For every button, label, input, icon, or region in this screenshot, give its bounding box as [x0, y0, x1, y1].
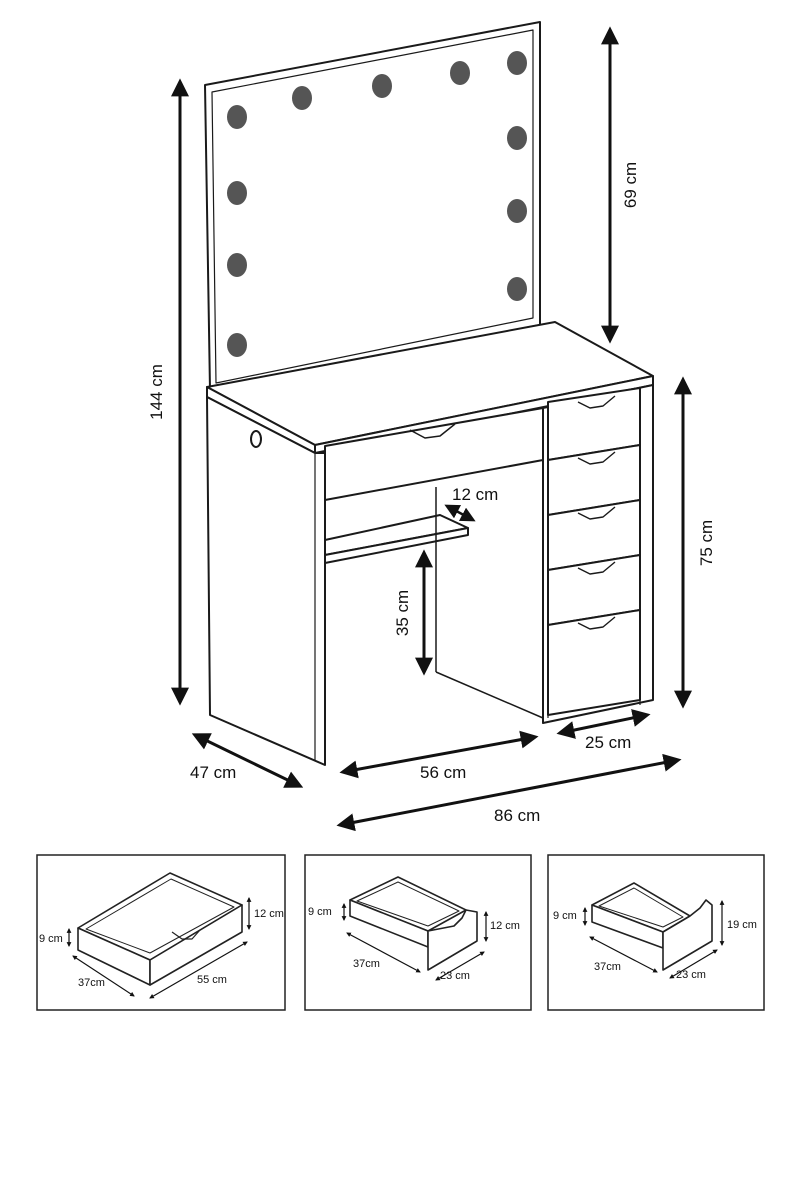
- drawer-2-depth: 37cm: [353, 958, 380, 970]
- label-total-width: 86 cm: [494, 806, 540, 825]
- bulb: [507, 51, 527, 75]
- pull-out-shelf: [324, 514, 469, 564]
- drawer-panel-3: 9 cm 19 cm 37cm 23 cm: [547, 854, 765, 1011]
- dimension-labels: 144 cm 69 cm 75 cm 35 cm 12 cm 47 cm 56 …: [147, 162, 716, 825]
- bulb: [507, 277, 527, 301]
- drawer-1-length: 55 cm: [197, 974, 227, 986]
- bulb: [227, 333, 247, 357]
- depth-arrow: [191, 733, 304, 788]
- drawer-panel-1: 9 cm 12 cm 37cm 55 cm: [36, 854, 286, 1011]
- drawer-panel-2: 9 cm 12 cm 37cm 23 cm: [304, 854, 532, 1011]
- drawer-cabinet: [542, 384, 654, 724]
- vanity-table: [204, 21, 654, 766]
- label-depth: 47 cm: [190, 763, 236, 782]
- bulb: [227, 105, 247, 129]
- drawer-2-length: 23 cm: [440, 970, 470, 982]
- label-table-height: 75 cm: [697, 520, 716, 566]
- dimension-arrows: [171, 26, 692, 832]
- mirror-bulbs: [227, 51, 527, 357]
- shelf-depth-arrow: [444, 504, 476, 522]
- drawer-3-inner-height: 9 cm: [553, 910, 577, 922]
- bulb: [507, 199, 527, 223]
- label-knee-width: 56 cm: [420, 763, 466, 782]
- bulb: [507, 126, 527, 150]
- drawer-1-inner-height: 9 cm: [39, 933, 63, 945]
- drawer-3-front-height: 19 cm: [727, 919, 757, 931]
- total-width-arrow: [336, 753, 682, 832]
- label-shelf-depth: 12 cm: [452, 485, 498, 504]
- drawer-3-length: 23 cm: [676, 969, 706, 981]
- drawer-front: [547, 609, 641, 716]
- label-cabinet-width: 25 cm: [585, 733, 631, 752]
- bulb: [227, 253, 247, 277]
- drawer-3-depth: 37cm: [594, 961, 621, 973]
- bulb: [372, 74, 392, 98]
- drawer-2-front-height: 12 cm: [490, 920, 520, 932]
- bulb: [292, 86, 312, 110]
- drawer-1-front-height: 12 cm: [254, 908, 284, 920]
- drawer-2-inner-height: 9 cm: [308, 906, 332, 918]
- label-shelf-height: 35 cm: [393, 590, 412, 636]
- left-panel: [206, 396, 326, 766]
- label-total-height: 144 cm: [147, 364, 166, 420]
- drawer-1-depth: 37cm: [78, 977, 105, 989]
- bulb: [227, 181, 247, 205]
- cabinet-width-arrow: [556, 709, 651, 739]
- label-mirror-height: 69 cm: [621, 162, 640, 208]
- bulb: [450, 61, 470, 85]
- cable-hole: [250, 430, 262, 448]
